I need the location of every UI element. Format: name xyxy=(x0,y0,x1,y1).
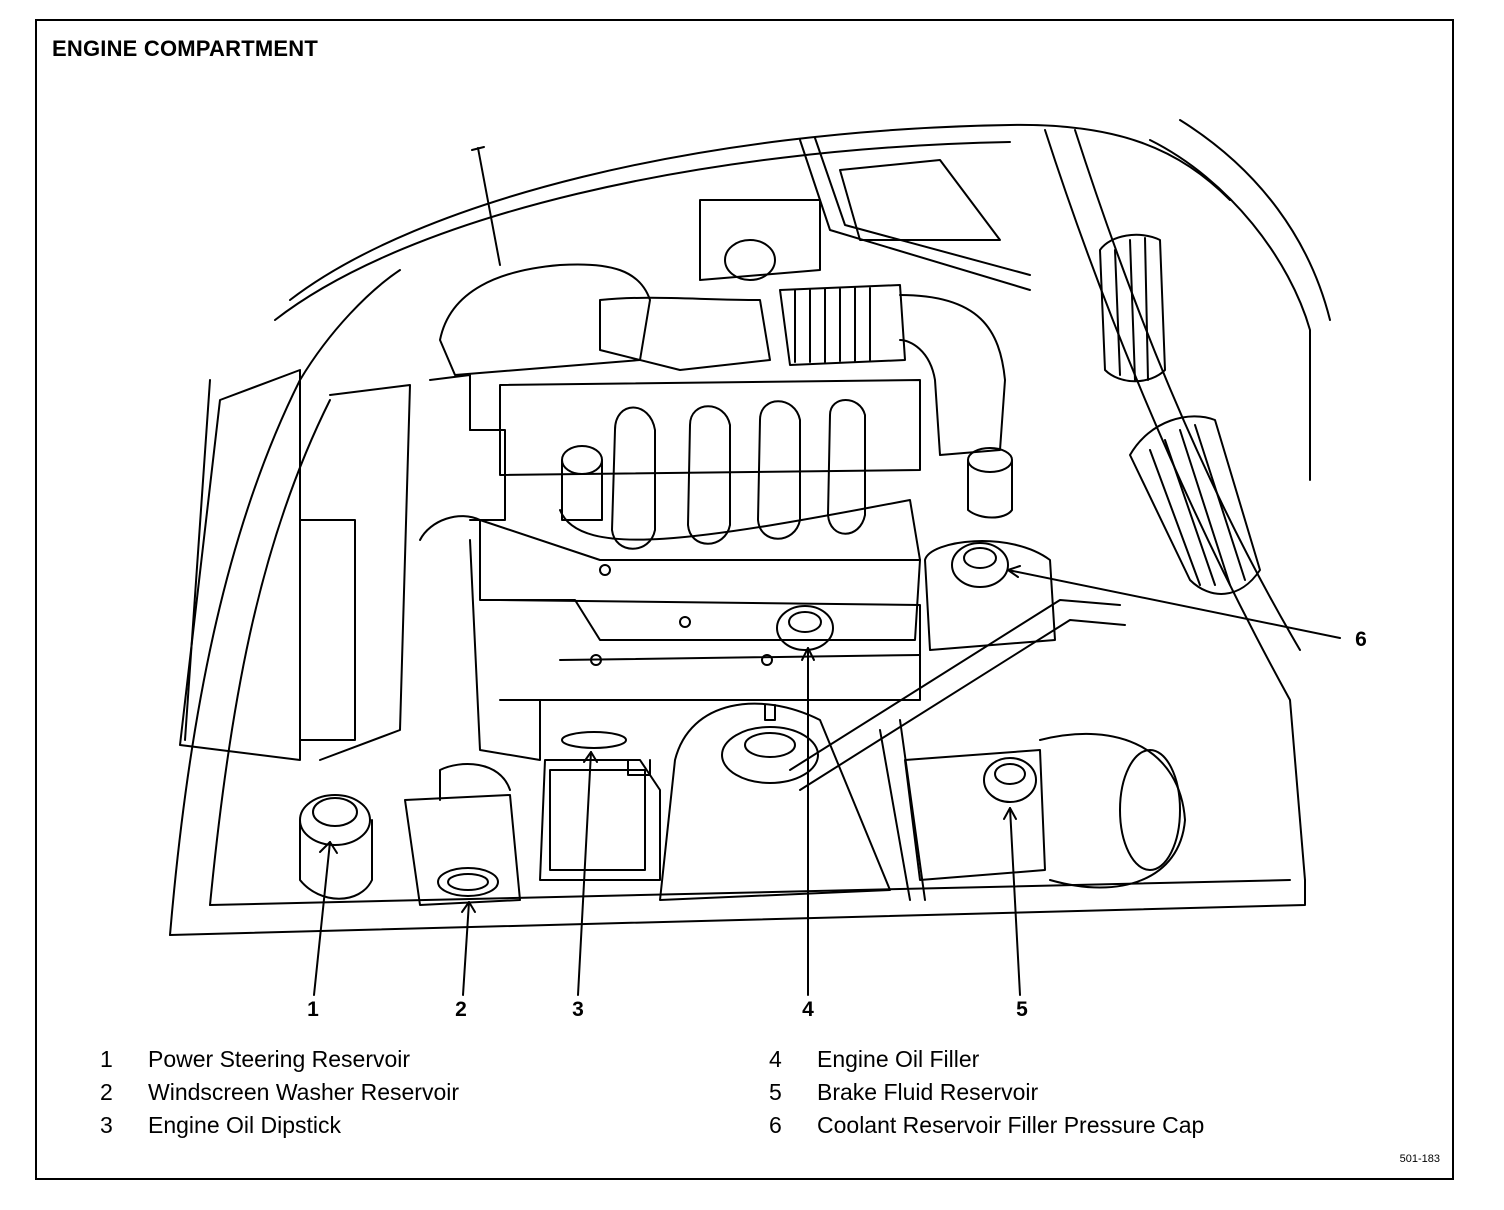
legend-number: 1 xyxy=(100,1046,113,1072)
legend-label: Engine Oil Dipstick xyxy=(148,1112,342,1138)
dipstick-rod xyxy=(477,147,501,266)
figure-frame xyxy=(35,19,1454,1180)
callout-4: 4 xyxy=(802,998,814,1021)
brake-reservoir xyxy=(904,732,1186,889)
legend-number: 6 xyxy=(769,1112,782,1138)
figure-code: 501-183 xyxy=(1399,1153,1440,1165)
legend-number: 2 xyxy=(100,1079,113,1105)
callout-5: 5 xyxy=(1016,998,1028,1021)
strut-brace xyxy=(789,599,1126,901)
callout-2: 2 xyxy=(455,998,467,1021)
legend-number: 4 xyxy=(769,1046,782,1072)
radiator-panel xyxy=(179,369,411,761)
legend-label: Engine Oil Filler xyxy=(817,1046,980,1072)
body-outline xyxy=(169,129,1306,936)
legend-label: Power Steering Reservoir xyxy=(148,1046,411,1072)
leader-lines xyxy=(313,565,1341,996)
coolant-reservoir xyxy=(924,447,1056,651)
legend-number: 5 xyxy=(769,1079,782,1105)
oil-filler-cap xyxy=(776,605,834,651)
power-steering-reservoir xyxy=(299,794,373,900)
callout-1: 1 xyxy=(307,998,319,1021)
legend-label: Coolant Reservoir Filler Pressure Cap xyxy=(817,1112,1205,1138)
air-intake xyxy=(439,263,1006,456)
hoses xyxy=(429,137,1031,521)
strut-tower xyxy=(659,199,891,901)
dipstick-handle xyxy=(561,731,627,749)
intake-manifold xyxy=(499,379,921,561)
fusebox xyxy=(539,759,661,881)
callout-3: 3 xyxy=(572,998,584,1021)
bonnet-outline xyxy=(274,119,1331,481)
scuttle-grilles xyxy=(1099,233,1261,595)
engine-block xyxy=(419,515,921,761)
figure-title: ENGINE COMPARTMENT xyxy=(52,36,318,61)
legend-label: Brake Fluid Reservoir xyxy=(817,1079,1039,1105)
washer-reservoir xyxy=(404,763,521,906)
callout-6: 6 xyxy=(1355,628,1367,651)
legend-label: Windscreen Washer Reservoir xyxy=(148,1079,460,1105)
legend-number: 3 xyxy=(100,1112,113,1138)
